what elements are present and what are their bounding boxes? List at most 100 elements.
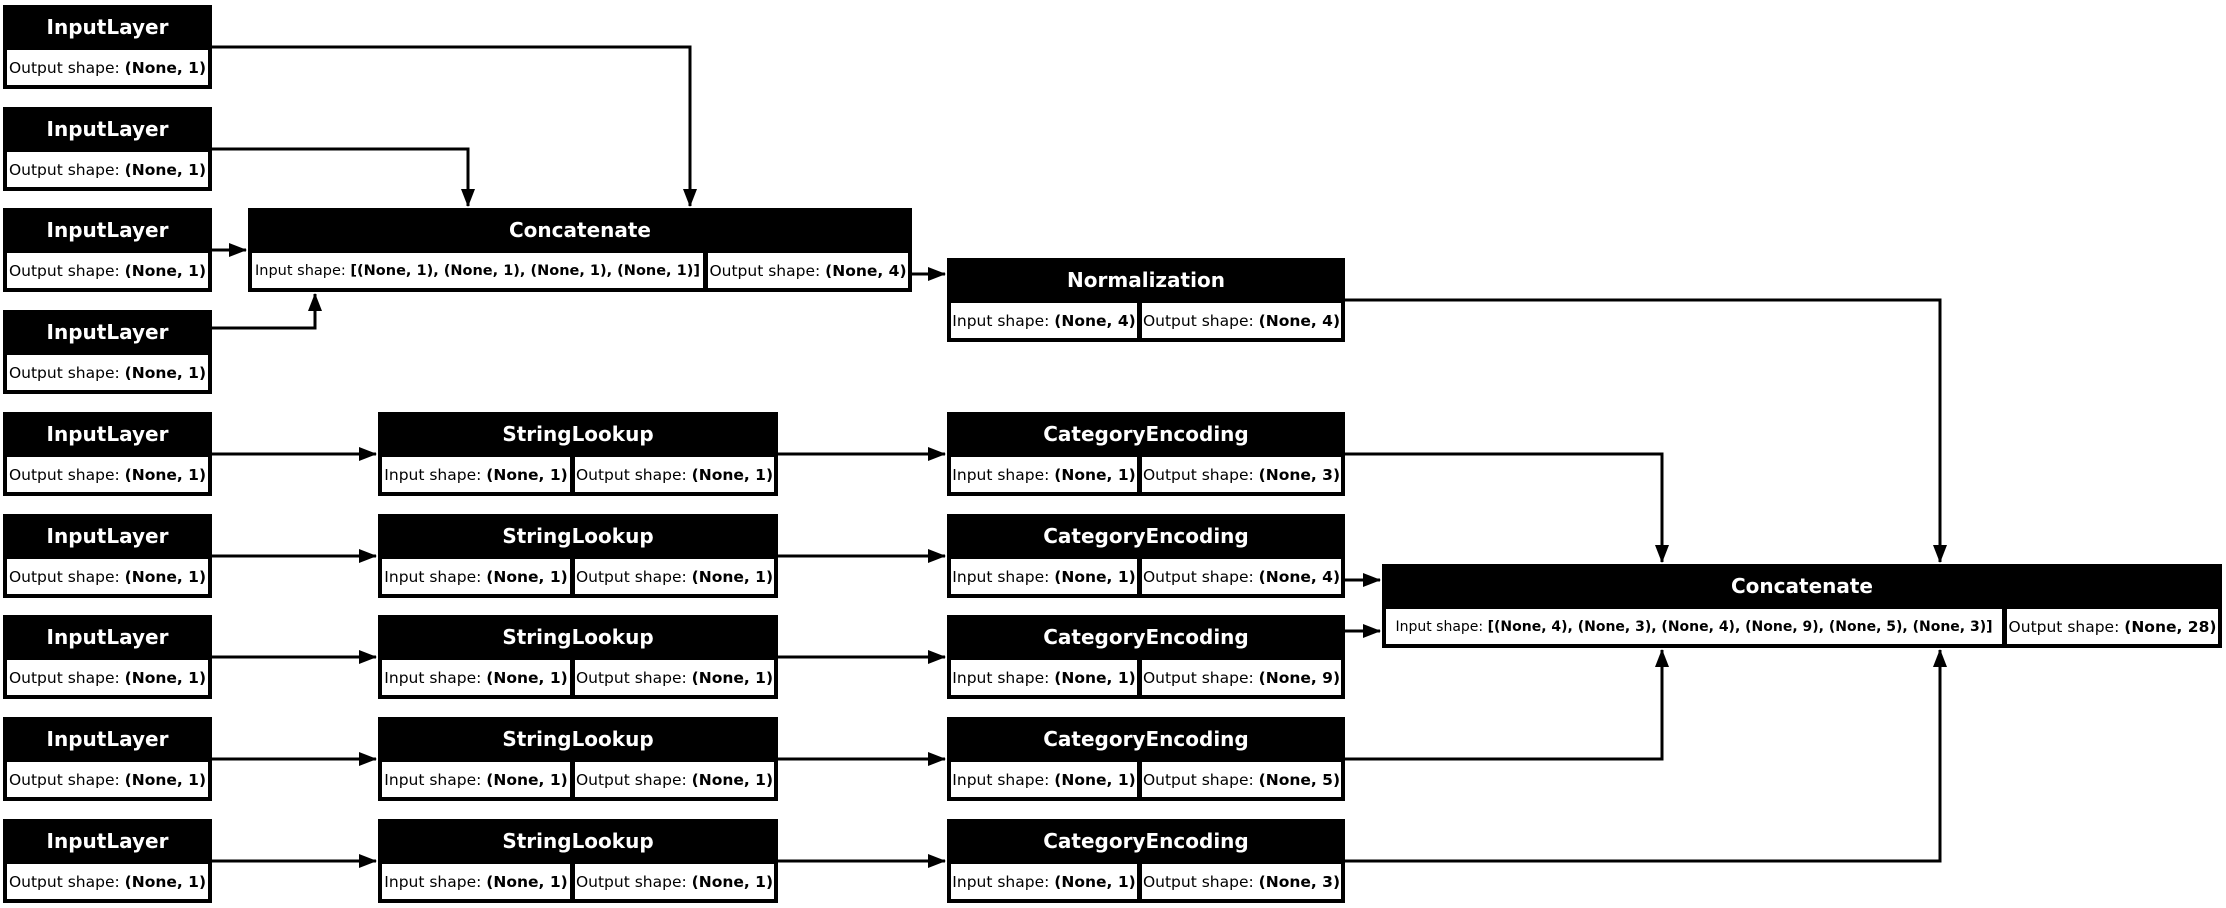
shape-cell: Output shape: (None, 1) (7, 253, 208, 288)
layer-title: InputLayer (46, 15, 169, 39)
shape-cells: Output shape: (None, 1) (7, 50, 208, 85)
node-inputlayer-2: InputLayer Output shape: (None, 1) (3, 107, 212, 191)
shape-label: Output shape: (8, 770, 125, 789)
shape-cells: Input shape: (None, 1)Output shape: (Non… (382, 762, 774, 797)
layer-title: CategoryEncoding (1043, 524, 1249, 548)
shape-cells: Output shape: (None, 1) (7, 660, 208, 695)
shape-cell: Input shape: (None, 1) (382, 864, 570, 899)
shape-cell: Output shape: (None, 1) (575, 660, 774, 695)
shape-label: Output shape: (8, 363, 125, 382)
node-stringlookup-2: StringLookup Input shape: (None, 1)Outpu… (378, 514, 778, 598)
shape-label: Output shape: (1142, 567, 1259, 586)
shape-cell: Input shape: (None, 1) (951, 559, 1137, 594)
layer-title: InputLayer (46, 829, 169, 853)
layer-title: InputLayer (46, 117, 169, 141)
shape-label: Input shape: (952, 311, 1055, 330)
shape-cell: Output shape: (None, 1) (575, 559, 774, 594)
shape-cells: Input shape: (None, 1)Output shape: (Non… (951, 457, 1341, 492)
shape-cells: Output shape: (None, 1) (7, 253, 208, 288)
shape-cell: Output shape: (None, 1) (7, 50, 208, 85)
shape-cell: Input shape: (None, 4) (951, 303, 1137, 338)
shape-cells: Output shape: (None, 1) (7, 864, 208, 899)
shape-label: Output shape: (1142, 872, 1259, 891)
shape-label: Input shape: (384, 770, 487, 789)
shape-label: Output shape: (575, 668, 692, 687)
shape-value: (None, 1) (124, 58, 207, 77)
node-normalization-1: Normalization Input shape: (None, 4)Outp… (947, 258, 1345, 342)
shape-cells: Output shape: (None, 1) (7, 355, 208, 390)
node-stringlookup-4: StringLookup Input shape: (None, 1)Outpu… (378, 717, 778, 801)
shape-value: (None, 1) (691, 567, 774, 586)
shape-label: Output shape: (709, 261, 826, 280)
layer-title: InputLayer (46, 218, 169, 242)
shape-value: (None, 1) (124, 872, 207, 891)
layer-title: Normalization (1067, 268, 1225, 292)
shape-value: (None, 4) (1258, 311, 1341, 330)
shape-value: (None, 3) (1258, 465, 1341, 484)
shape-cell: Output shape: (None, 3) (1142, 457, 1341, 492)
shape-cell: Output shape: (None, 4) (708, 253, 908, 288)
shape-cells: Input shape: (None, 1) Output shape: (Non… (951, 762, 1341, 797)
shape-cells: Input shape: (None, 1) Output shape: (Non… (951, 559, 1341, 594)
shape-value: (None, 5) (1258, 770, 1341, 789)
shape-cells: Output shape: (None, 1) (7, 152, 208, 187)
node-concatenate-1: Concatenate Input shape: [(None, 1), (No… (248, 208, 912, 292)
shape-cell: Output shape: (None, 1) (7, 660, 208, 695)
shape-cell: Output shape: (None, 1) (7, 457, 208, 492)
shape-value: (None, 1) (691, 770, 774, 789)
layer-title: CategoryEncoding (1043, 422, 1249, 446)
shape-cell: Input shape: [(None, 4), (None, 3), (Non… (1386, 609, 2002, 644)
shape-cell: Output shape: (None, 1) (575, 457, 774, 492)
shape-value: (None, 1) (691, 872, 774, 891)
shape-cell: Input shape: (None, 1) (951, 660, 1137, 695)
shape-cell: Output shape: (None, 1) (7, 864, 208, 899)
shape-value: (None, 1) (486, 465, 568, 484)
shape-cell: Output shape: (None, 1) (7, 355, 208, 390)
node-categoryencoding-4: CategoryEncoding Input shape: (None, 1) O… (947, 717, 1345, 801)
shape-label: Input shape: (952, 770, 1055, 789)
shape-cells: Input shape: [(None, 1), (None, 1), (Non… (252, 253, 908, 288)
shape-value: (None, 1) (124, 465, 207, 484)
node-stringlookup-1: StringLookup Input shape: (None, 1)Outpu… (378, 412, 778, 496)
node-inputlayer-5: InputLayer Output shape: (None, 1) (3, 412, 212, 496)
shape-cell: Input shape: (None, 1) (951, 864, 1137, 899)
layer-title: CategoryEncoding (1043, 727, 1249, 751)
shape-cells: Input shape: (None, 1)Output shape: (Non… (382, 660, 774, 695)
shape-value: (None, 1) (1054, 770, 1136, 789)
node-inputlayer-3: InputLayer Output shape: (None, 1) (3, 208, 212, 292)
shape-label: Output shape: (575, 465, 692, 484)
shape-label: Output shape: (1142, 465, 1259, 484)
shape-cells: Output shape: (None, 1) (7, 762, 208, 797)
shape-label: Output shape: (8, 567, 125, 586)
shape-cell: Output shape: (None, 1) (7, 152, 208, 187)
node-categoryencoding-5: CategoryEncoding Input shape: (None, 1) O… (947, 819, 1345, 903)
shape-value: [(None, 4), (None, 3), (None, 4), (None,… (1487, 618, 1993, 635)
shape-value: (None, 1) (1054, 872, 1136, 891)
shape-value: (None, 28) (2124, 617, 2217, 636)
layer-title: CategoryEncoding (1043, 829, 1249, 853)
shape-cell: Output shape: (None, 1) (575, 864, 774, 899)
layer-title: InputLayer (46, 320, 169, 344)
shape-label: Output shape: (8, 160, 125, 179)
shape-value: (None, 1) (486, 668, 568, 687)
shape-label: Output shape: (8, 872, 125, 891)
node-inputlayer-7: InputLayer Output shape: (None, 1) (3, 615, 212, 699)
shape-label: Output shape: (1142, 311, 1259, 330)
shape-cells: Input shape: (None, 1)Output shape: (Non… (382, 559, 774, 594)
shape-cell: Input shape: (None, 1) (951, 457, 1137, 492)
shape-cell: Input shape: (None, 1) (382, 457, 570, 492)
layer-title: InputLayer (46, 524, 169, 548)
shape-cells: Output shape: (None, 1) (7, 457, 208, 492)
shape-label: Output shape: (575, 770, 692, 789)
edge-categoryencoding1-to-concatenate2 (1345, 452, 1669, 563)
shape-value: (None, 1) (124, 261, 207, 280)
edge-categoryencoding5-to-concatenate2 (1345, 649, 1947, 863)
shape-cell: Output shape: (None, 1) (7, 559, 208, 594)
layer-title: Concatenate (1731, 574, 1873, 598)
layer-title: StringLookup (502, 524, 654, 548)
shape-value: (None, 4) (1258, 567, 1341, 586)
shape-value: (None, 3) (1258, 872, 1341, 891)
layer-title: InputLayer (46, 422, 169, 446)
shape-label: Output shape: (575, 872, 692, 891)
shape-label: Output shape: (1142, 770, 1259, 789)
